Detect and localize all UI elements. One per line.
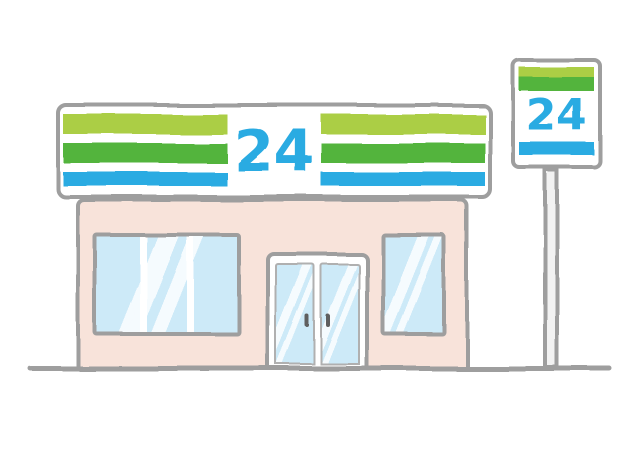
sign-pole [543, 168, 559, 369]
window-mullion [140, 237, 147, 332]
ground-line [28, 366, 612, 371]
window-shine [385, 237, 442, 332]
window-shine [97, 237, 237, 332]
pole-sign-stripe-light-green [519, 67, 594, 77]
left-window [93, 233, 241, 336]
door-panel-right [320, 263, 360, 365]
door-handle-right [326, 314, 330, 327]
fascia-24-badge: 24 [227, 107, 321, 195]
fascia-sign: 24 [56, 103, 492, 199]
window-mullion [187, 237, 194, 332]
door-panel-left [275, 263, 315, 365]
pole-24-badge: 24 [515, 91, 598, 141]
pole-sign-stripe-green [519, 77, 594, 91]
right-window [381, 233, 446, 336]
pole-sign-stripe-blue [519, 142, 594, 155]
entrance-door [266, 252, 369, 371]
pole-sign: 24 [511, 58, 602, 169]
fascia-24-label: 24 [233, 117, 315, 185]
door-handle-left [305, 314, 309, 327]
door-panels [275, 263, 360, 365]
pole-24-label: 24 [525, 90, 588, 141]
